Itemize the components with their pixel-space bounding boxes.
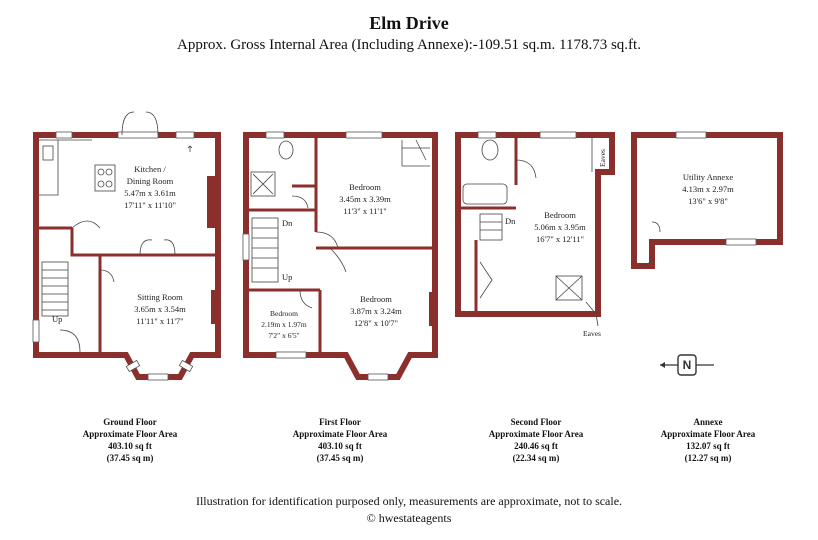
copyright-text: © hwestateagents [366, 511, 452, 525]
page-subtitle: Approx. Gross Internal Area (Including A… [177, 37, 641, 53]
svg-text:11'3" x 11'1": 11'3" x 11'1" [343, 206, 386, 216]
room-label-bedroom-1: Bedroom 3.45m x 3.39m 11'3" x 11'1" [339, 182, 391, 216]
svg-text:Bedroom: Bedroom [349, 182, 381, 192]
stair-label-ground-up: Up [52, 314, 62, 324]
svg-text:Utility Annexe: Utility Annexe [683, 172, 734, 182]
eaves-label-top: Eaves [598, 149, 607, 167]
room-label-utility-annexe: Utility Annexe 4.13m x 2.97m 13'6" x 9'8… [682, 172, 734, 206]
room-label-bedroom-4: Bedroom 5.06m x 3.95m 16'7" x 12'11" [534, 210, 586, 244]
room-label-kitchen: Kitchen / Dining Room 5.47m x 3.61m 17'1… [124, 164, 176, 210]
svg-text:Sitting Room: Sitting Room [137, 292, 183, 302]
stair-label-second-dn: Dn [505, 216, 516, 226]
compass-icon: N [660, 354, 714, 376]
disclaimer-text: Illustration for identification purposed… [195, 494, 623, 508]
svg-text:5.47m x 3.61m: 5.47m x 3.61m [124, 188, 176, 198]
room-label-bedroom-3: Bedroom 3.87m x 3.24m 12'8" x 10'7" [350, 294, 402, 328]
eaves-label-bottom: Eaves [583, 329, 601, 338]
svg-text:4.13m x 2.97m: 4.13m x 2.97m [682, 184, 734, 194]
svg-text:7'2" x 6'5": 7'2" x 6'5" [268, 331, 299, 340]
ground-floor-plan [32, 111, 221, 381]
stair-label-first-up: Up [282, 272, 292, 282]
svg-text:Kitchen /: Kitchen / [134, 164, 166, 174]
first-floor-plan [242, 131, 438, 381]
svg-text:Dining Room: Dining Room [127, 176, 174, 186]
stair-label-first-dn: Dn [282, 218, 293, 228]
svg-text:N: N [683, 358, 692, 372]
room-label-bedroom-2: Bedroom 2.19m x 1.97m 7'2" x 6'5" [261, 309, 307, 340]
svg-text:3.65m x 3.54m: 3.65m x 3.54m [134, 304, 186, 314]
second-floor-plan [455, 131, 615, 327]
svg-text:Bedroom: Bedroom [270, 309, 298, 318]
svg-text:3.87m x 3.24m: 3.87m x 3.24m [350, 306, 402, 316]
room-label-sitting-room: Sitting Room 3.65m x 3.54m 11'11" x 11'7… [134, 292, 186, 326]
svg-text:17'11" x 11'10": 17'11" x 11'10" [124, 200, 176, 210]
svg-text:Bedroom: Bedroom [360, 294, 392, 304]
annexe-plan [631, 131, 783, 269]
svg-text:13'6" x 9'8": 13'6" x 9'8" [688, 196, 728, 206]
svg-text:16'7" x 12'11": 16'7" x 12'11" [536, 234, 584, 244]
svg-text:2.19m x 1.97m: 2.19m x 1.97m [261, 320, 307, 329]
svg-text:11'11" x 11'7": 11'11" x 11'7" [136, 316, 183, 326]
svg-text:5.06m x 3.95m: 5.06m x 3.95m [534, 222, 586, 232]
page-title: Elm Drive [369, 13, 449, 33]
svg-text:3.45m x 3.39m: 3.45m x 3.39m [339, 194, 391, 204]
svg-text:12'8" x 10'7": 12'8" x 10'7" [354, 318, 398, 328]
svg-text:Bedroom: Bedroom [544, 210, 576, 220]
